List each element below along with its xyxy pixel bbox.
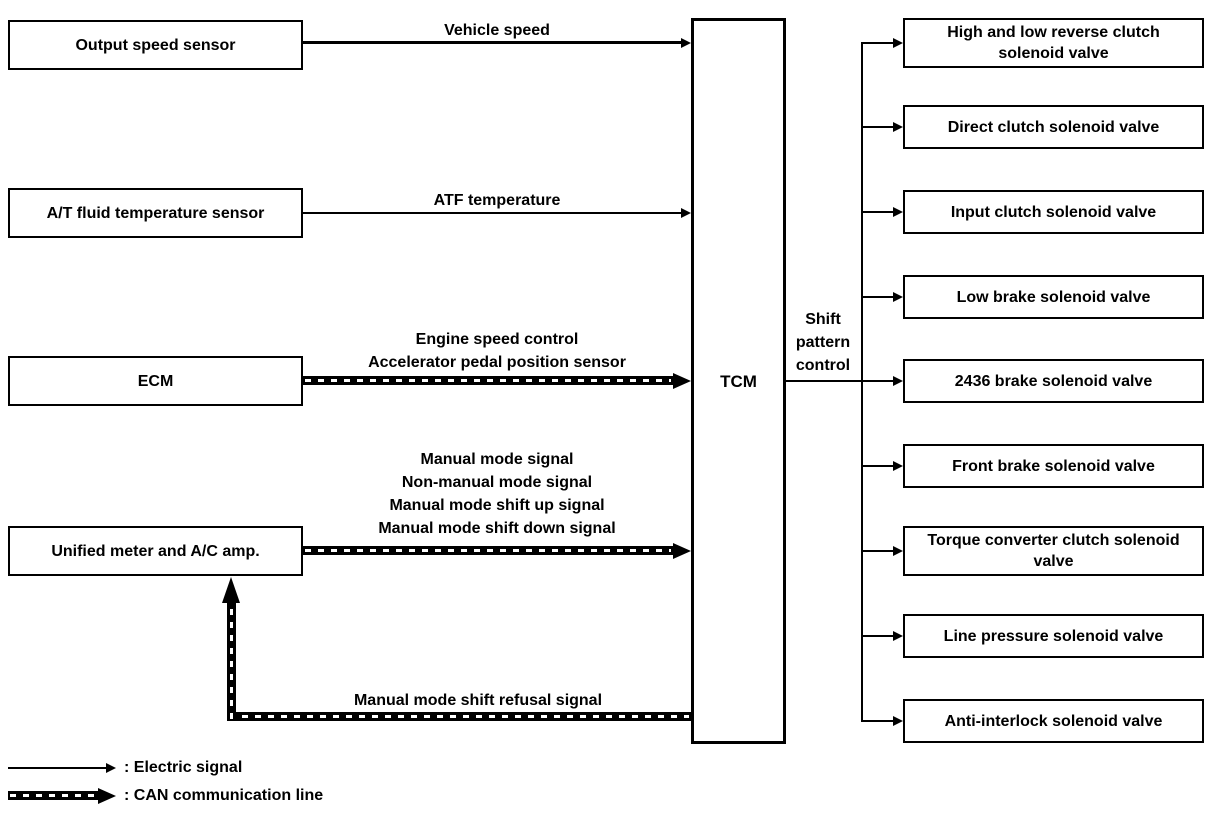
shift-control-trunk-line <box>861 42 863 722</box>
output-label: 2436 brake solenoid valve <box>954 372 1153 390</box>
signal-line: Manual mode shift down signal <box>378 520 616 537</box>
output-box-direct-clutch: Direct clutch solenoid valve <box>903 105 1204 149</box>
label-line: pattern <box>795 334 851 351</box>
output-box-low-brake: Low brake solenoid valve <box>903 275 1204 319</box>
output-label: Front brake solenoid valve <box>952 457 1155 475</box>
branch-line <box>862 465 893 467</box>
can-line-refusal-horizontal <box>227 712 691 721</box>
shift-pattern-control-label: Shift pattern control <box>796 308 850 377</box>
branch-arrowhead-icon <box>893 716 903 726</box>
input-box-unified-meter-ac-amp: Unified meter and A/C amp. <box>8 526 303 576</box>
output-box-input-clutch: Input clutch solenoid valve <box>903 190 1204 234</box>
tcm-label: TCM <box>720 371 757 391</box>
input-box-output-speed-sensor: Output speed sensor <box>8 20 303 70</box>
output-box-2436-brake: 2436 brake solenoid valve <box>903 359 1204 403</box>
signal-line: Non-manual mode signal <box>401 474 593 491</box>
signal-label-vehicle-speed: Vehicle speed <box>444 22 550 39</box>
branch-line <box>862 211 893 213</box>
branch-arrowhead-icon <box>893 122 903 132</box>
output-box-front-brake: Front brake solenoid valve <box>903 444 1204 488</box>
can-arrowhead-icon <box>673 373 691 389</box>
legend-can-label: : CAN communication line <box>124 787 324 804</box>
can-line-refusal-riser <box>227 601 236 721</box>
signal-line: Manual mode signal <box>420 451 574 468</box>
branch-line <box>862 296 893 298</box>
output-label: Direct clutch solenoid valve <box>947 118 1160 136</box>
signal-line: Manual mode shift up signal <box>389 497 605 514</box>
can-arrowhead-up-icon <box>222 577 240 603</box>
branch-line <box>862 126 893 128</box>
input-label: A/T fluid temperature sensor <box>46 204 265 222</box>
branch-line-shift-pattern <box>786 380 893 382</box>
output-box-anti-interlock: Anti-interlock solenoid valve <box>903 699 1204 743</box>
output-label: Input clutch solenoid valve <box>950 203 1157 221</box>
output-label: Torque converter clutch solenoid valve <box>927 532 1180 570</box>
branch-arrowhead-icon <box>893 207 903 217</box>
can-line-ecm <box>303 376 673 385</box>
branch-arrowhead-icon <box>893 631 903 641</box>
label-line: control <box>795 357 851 374</box>
input-box-ecm: ECM <box>8 356 303 406</box>
electric-line-atf-temperature <box>303 212 681 214</box>
signal-line: Accelerator pedal position sensor <box>368 354 626 371</box>
branch-arrowhead-icon <box>893 546 903 556</box>
branch-line <box>862 720 893 722</box>
legend-can-line-sample <box>8 791 98 800</box>
output-box-torque-converter-clutch: Torque converter clutch solenoid valve <box>903 526 1204 576</box>
legend-electric-label: : Electric signal <box>124 759 243 776</box>
tcm-box: TCM <box>691 18 786 744</box>
output-label: Anti-interlock solenoid valve <box>944 712 1163 730</box>
can-arrowhead-icon <box>98 788 116 804</box>
label-line: Shift <box>805 311 841 328</box>
electric-arrowhead-icon <box>681 38 691 48</box>
branch-line <box>862 42 893 44</box>
output-label: Line pressure solenoid valve <box>943 627 1164 645</box>
input-label: Output speed sensor <box>75 36 236 54</box>
input-label: ECM <box>137 372 174 390</box>
branch-arrowhead-icon <box>893 376 903 386</box>
legend-electric-line-sample <box>8 767 106 769</box>
can-arrowhead-icon <box>673 543 691 559</box>
output-box-high-low-reverse-clutch: High and low reverse clutch solenoid val… <box>903 18 1204 68</box>
electric-line-vehicle-speed <box>303 41 681 44</box>
signal-line: Engine speed control <box>415 331 579 348</box>
output-label: Low brake solenoid valve <box>956 288 1151 306</box>
input-box-at-fluid-temp-sensor: A/T fluid temperature sensor <box>8 188 303 238</box>
signal-label-refusal: Manual mode shift refusal signal <box>353 692 603 709</box>
signal-label-atf-temperature: ATF temperature <box>433 192 561 209</box>
branch-line <box>862 550 893 552</box>
branch-line <box>862 635 893 637</box>
output-label: High and low reverse clutch solenoid val… <box>947 24 1160 62</box>
signal-label-meter-can: Manual mode signal Non-manual mode signa… <box>378 448 615 540</box>
input-label: Unified meter and A/C amp. <box>51 542 260 560</box>
electric-arrowhead-icon <box>681 208 691 218</box>
branch-arrowhead-icon <box>893 38 903 48</box>
branch-arrowhead-icon <box>893 292 903 302</box>
output-box-line-pressure: Line pressure solenoid valve <box>903 614 1204 658</box>
branch-arrowhead-icon <box>893 461 903 471</box>
signal-label-ecm-can: Engine speed control Accelerator pedal p… <box>368 328 626 374</box>
can-line-meter <box>303 546 673 555</box>
electric-arrowhead-icon <box>106 763 116 773</box>
